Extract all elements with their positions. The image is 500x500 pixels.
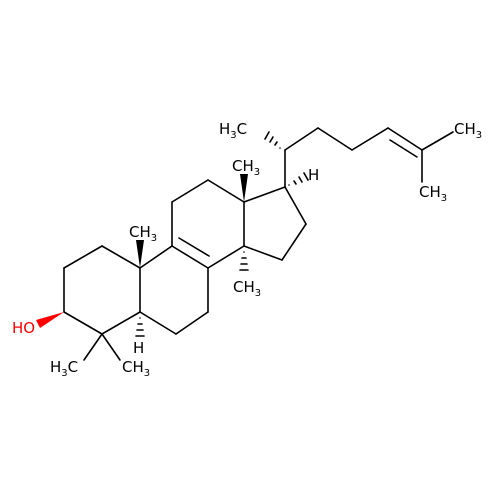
label-c10-methyl: CH3 [129, 223, 157, 244]
bond-c16-c15 [281, 223, 307, 261]
bond-c25-c26 [421, 131, 454, 151]
wedge-c13-methyl [240, 174, 248, 202]
label-c17-hydrogen: H [308, 166, 319, 184]
label-c4-methyl-right: CH3 [122, 358, 150, 379]
bond-c20-c22 [284, 127, 319, 151]
bond-layer [36, 127, 454, 361]
bond-c15-c14 [243, 245, 283, 261]
bond-c22-c23 [317, 127, 353, 151]
bond-c23-c24 [351, 127, 389, 151]
bond-c1-c2 [63, 245, 103, 269]
bond-c4-me-right [101, 333, 121, 361]
bond-c17-c16 [284, 186, 307, 225]
hash-c20-methyl [264, 131, 281, 149]
bond-c6-c5 [139, 311, 177, 335]
label-c5-hydrogen: H [133, 339, 144, 357]
bond-c11-c12 [171, 179, 209, 203]
bond-c10-c9 [139, 245, 173, 269]
hash-c14-methyl [239, 251, 249, 271]
label-c13-methyl: CH3 [232, 157, 260, 178]
bond-c7-c6 [175, 311, 209, 335]
bond-c4-c5 [101, 311, 141, 335]
label-layer: HO H3C CH3 H CH3 CH3 CH3 H H3C CH3 [12, 120, 482, 379]
bond-c9-c8-double [178, 237, 210, 257]
bond-c9-c8 [171, 245, 209, 269]
label-c27-methyl: CH3 [419, 183, 447, 204]
bond-c13-c17 [243, 186, 286, 203]
hash-c17-h [288, 172, 309, 186]
label-c4-methyl-left: H3C [50, 358, 78, 379]
bond-c3-c4 [63, 311, 103, 335]
bond-c10-c1 [101, 245, 141, 269]
wedge-c10-methyl [136, 240, 144, 268]
bond-c24-c25 [387, 127, 423, 151]
label-c26-methyl: CH3 [454, 120, 482, 141]
label-c14-methyl: CH3 [233, 278, 261, 299]
bond-c4-me-left [83, 333, 103, 361]
label-hydroxyl: HO [12, 319, 35, 337]
wedge-c3-oh [36, 312, 64, 328]
label-c20-methyl: H3C [219, 120, 247, 141]
hash-c5-h [135, 317, 145, 337]
bond-c14-c8 [207, 245, 245, 269]
bond-c12-c13 [207, 179, 245, 203]
bond-c24-c25-double [389, 139, 418, 158]
